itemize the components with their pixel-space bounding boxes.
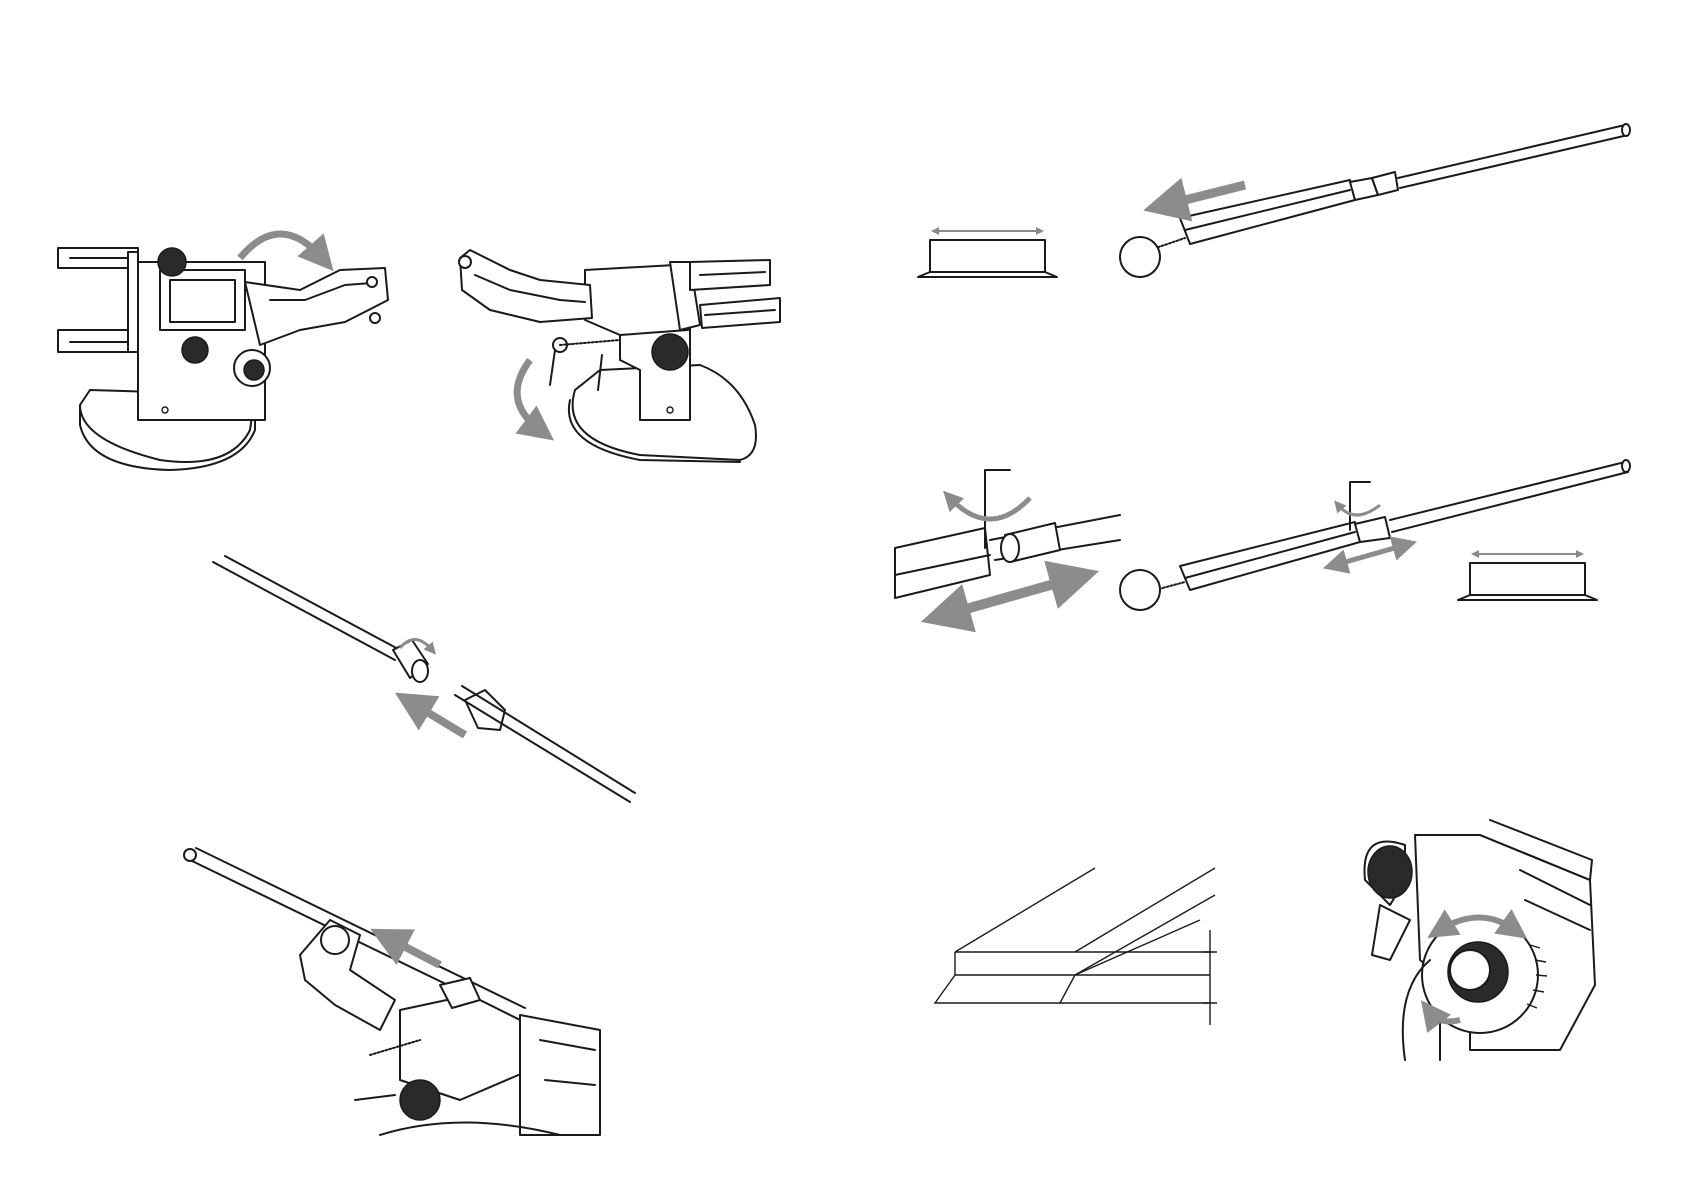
slide-arrow-icon xyxy=(1335,545,1405,565)
knob-mid-icon xyxy=(182,337,208,363)
panel-rod-insert-guide xyxy=(184,848,600,1135)
rod-icon xyxy=(213,562,395,660)
rotate-arrow-icon xyxy=(517,360,540,430)
push-arrow-icon xyxy=(1165,185,1245,205)
insert-arrow-icon xyxy=(388,938,440,965)
rotate-arrow-icon xyxy=(950,498,1030,519)
knob-top-icon xyxy=(158,248,186,276)
blade-bevel-icon xyxy=(935,868,1215,1003)
rotate-arrow-icon xyxy=(240,234,322,258)
panel-rod-coupling-assembly xyxy=(213,556,635,802)
knob-side-icon xyxy=(652,334,688,370)
panel-bevel-angle-detail xyxy=(935,868,1217,1025)
knob-guide-icon xyxy=(400,1080,440,1120)
panel-jaw-rotate-side-view xyxy=(459,250,780,462)
panel-stone-holder-insert xyxy=(918,124,1630,277)
panel-hex-key-adjust xyxy=(895,460,1630,615)
slide-arrow-icon xyxy=(945,578,1075,615)
panel-angle-dial-adjust xyxy=(1365,820,1596,1060)
dimension-icon xyxy=(1203,930,1217,1025)
rod-icon xyxy=(455,695,630,802)
insert-arrow-icon xyxy=(412,703,465,735)
panel-jaw-rotate-top-view xyxy=(58,234,388,470)
stone-icon xyxy=(1458,554,1597,600)
rotate-arrow-icon xyxy=(1338,505,1380,515)
stone-icon xyxy=(918,231,1057,277)
knob-top-icon xyxy=(1368,846,1412,898)
knob-front-icon xyxy=(244,360,264,380)
